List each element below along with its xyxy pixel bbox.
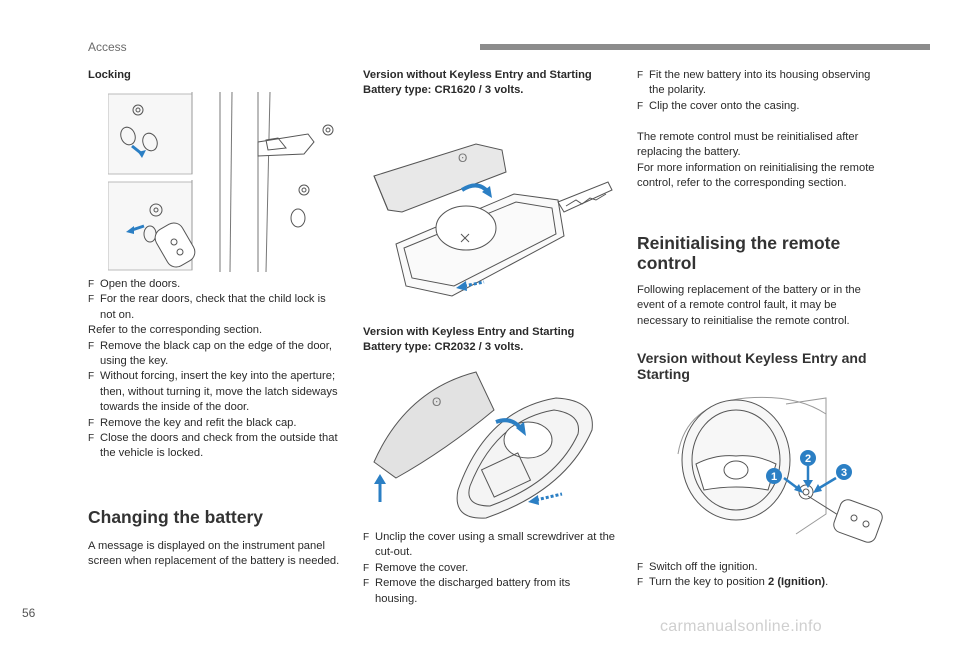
step-item: For the rear doors, check that the child… [88,292,340,323]
version2-line1: Version with Keyless Entry and Starting [363,326,575,338]
ignition-illustration: 1 2 3 [677,396,883,543]
reinit-heading: Reinitialising the remote control [637,233,841,273]
step-suffix: . [825,576,829,589]
step-item: Close the doors and check from the outsi… [88,431,340,462]
battery-text: A message is displayed on the instrument… [88,540,340,568]
note-para2: For more information on reinitialising t… [637,161,875,190]
version2-caption: Version with Keyless Entry and Starting … [363,325,613,356]
step-prefix: Turn the key to position [649,576,768,589]
callout-1: 1 [771,471,777,483]
battery-text-wrap: A message is displayed on the instrument… [88,539,340,570]
reinit-heading-wrap: Reinitialising the remote control [637,233,877,273]
cover-steps: Unclip the cover using a small screwdriv… [363,530,615,607]
sub-heading: Version without Keyless Entry and Starti… [637,350,867,382]
locking-steps: Open the doors. For the rear doors, chec… [88,277,340,462]
header-bar [480,44,930,50]
step-item: Open the doors. [88,277,340,293]
note-para1: The remote control must be reinitialised… [637,131,859,159]
version1-line2: Battery type: CR1620 / 3 volts. [363,84,524,97]
reinit-text-wrap: Following replacement of the battery or … [637,283,887,329]
key-fob-illustration-2: ʘ [373,371,593,519]
reinit-text: Following replacement of the battery or … [637,284,861,327]
door-lock-illustration [108,92,334,272]
step-item: Remove the discharged battery from its h… [363,576,615,607]
step-item: Turn the key to position 2 (Ignition). [637,575,887,591]
reinit-note: The remote control must be reinitialised… [637,130,885,192]
battery-heading: Changing the battery [88,507,264,527]
step-bold: 2 (Ignition) [767,576,826,589]
step-item: Without forcing, insert the key into the… [88,369,340,415]
step-item: Unclip the cover using a small screwdriv… [363,530,615,561]
refer-text: Refer to the corresponding section. [88,324,263,337]
callout-3: 3 [841,467,847,479]
step-item: Switch off the ignition. [637,560,887,576]
callout-1-badge [766,468,782,484]
callout-2: 2 [805,453,811,465]
svg-text:ʘ: ʘ [458,151,467,165]
step-item: Clip the cover onto the casing. [637,99,885,115]
step-item: Remove the key and refit the black cap. [88,416,340,432]
version1-caption: Version without Keyless Entry and Starti… [363,68,613,99]
page-number: 56 [22,606,36,620]
svg-text:ʘ: ʘ [432,395,441,409]
step-item: Remove the cover. [363,561,615,577]
version1-line1: Version without Keyless Entry and Starti… [363,69,592,81]
step-item: Remove the black cap on the edge of the … [88,339,340,370]
version2-line2: Battery type: CR2032 / 3 volts. [363,341,524,354]
ignition-steps: Switch off the ignition. Turn the key to… [637,560,887,591]
battery-section: Changing the battery [88,507,340,527]
key-fob-illustration-1: ʘ [373,143,613,297]
column-1: Locking [88,68,338,83]
locking-title: Locking [88,69,131,81]
step-item: Fit the new battery into its housing obs… [637,68,885,99]
callout-3-badge [836,464,852,480]
section-label: Access [88,40,127,54]
sub-heading-wrap: Version without Keyless Entry and Starti… [637,350,882,382]
fit-steps: Fit the new battery into its housing obs… [637,68,885,115]
watermark: carmanualsonline.info [660,618,822,635]
callout-2-badge [800,450,816,466]
